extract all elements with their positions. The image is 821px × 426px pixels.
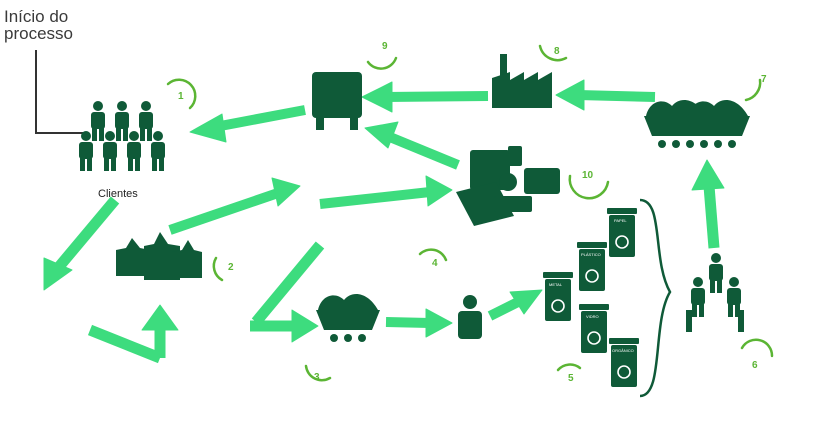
arrow-up-to-2-head — [141, 304, 179, 331]
worker-icon — [458, 295, 482, 339]
arrow-6-to-7 — [703, 185, 720, 249]
title-line-2: processo — [4, 24, 73, 43]
arrow-8-to-9-head — [361, 81, 393, 113]
step-8-arc — [538, 44, 568, 62]
arrow-6-to-7-head — [691, 159, 725, 191]
recycling-bins-icon — [542, 207, 640, 388]
arrow-to-3-head — [291, 309, 319, 343]
arrow-7-to-8-head — [555, 79, 585, 111]
step-7-label: 7 — [761, 74, 767, 85]
arrow-1-down-head — [43, 257, 73, 291]
step-9-label: 9 — [382, 41, 388, 52]
step-10-label: 10 — [582, 170, 594, 181]
arrow-1-down — [53, 196, 120, 272]
bin-label-organic: ORGÂNICO — [612, 348, 634, 353]
start-connector-line — [35, 50, 84, 134]
business-people-icon — [686, 253, 744, 332]
step-1-label: 1 — [178, 91, 184, 102]
step-3-label: 3 — [314, 372, 320, 383]
step-8-label: 8 — [554, 46, 560, 57]
step-1-arc — [166, 78, 197, 110]
step-9-arc — [366, 56, 398, 70]
arrow-10-to-9 — [383, 130, 460, 170]
machine-icon — [312, 72, 362, 130]
bin-label-paper: PAPEL — [614, 218, 627, 223]
step-7-arc — [744, 78, 762, 102]
pots-icon — [116, 232, 202, 280]
arrow-8-to-9 — [384, 91, 489, 102]
step-6-arc — [740, 338, 774, 358]
process-start-title: Início do processo — [4, 8, 73, 42]
arrow-4-to-5-head — [509, 289, 543, 315]
step-10-arc — [568, 174, 610, 200]
bin-label-plastic: PLÁSTICO — [581, 252, 601, 257]
step-2-arc — [212, 256, 224, 282]
arrow-7-to-8 — [577, 90, 656, 102]
double-cart-icon — [644, 100, 750, 148]
arrow-3-to-4 — [385, 317, 431, 328]
clients-label: Clientes — [98, 188, 138, 200]
clients-crowd-icon — [79, 101, 165, 171]
title-line-1: Início do — [4, 7, 69, 26]
step-4-arc — [418, 248, 448, 262]
factory-icon — [492, 54, 552, 108]
arrow-3-to-4-head — [425, 308, 453, 338]
arrow-10-to-9-head — [364, 121, 399, 149]
arrow-2-to-center — [168, 188, 280, 235]
arrow-to-3-diagonal — [251, 241, 325, 326]
bin-label-glass: VIDRO — [586, 314, 599, 319]
arrow-center-to-10 — [319, 187, 431, 209]
arrow-9-to-1 — [214, 105, 306, 132]
step-3-arc — [304, 364, 332, 382]
step-6-label: 6 — [752, 360, 758, 371]
step-2-label: 2 — [228, 262, 234, 273]
electronics-waste-icon — [456, 146, 560, 226]
arrow-bottom-right — [87, 324, 163, 364]
step-5-label: 5 — [568, 373, 574, 384]
step-4-label: 4 — [432, 258, 438, 269]
bins-brace — [639, 198, 672, 398]
waste-cart-icon — [316, 294, 380, 342]
bin-label-metal: METAL — [549, 282, 563, 287]
arrow-2-to-center-head — [271, 177, 301, 207]
step-5-arc — [556, 363, 582, 372]
arrow-9-to-1-head — [189, 113, 227, 143]
arrow-center-to-10-head — [425, 175, 453, 207]
